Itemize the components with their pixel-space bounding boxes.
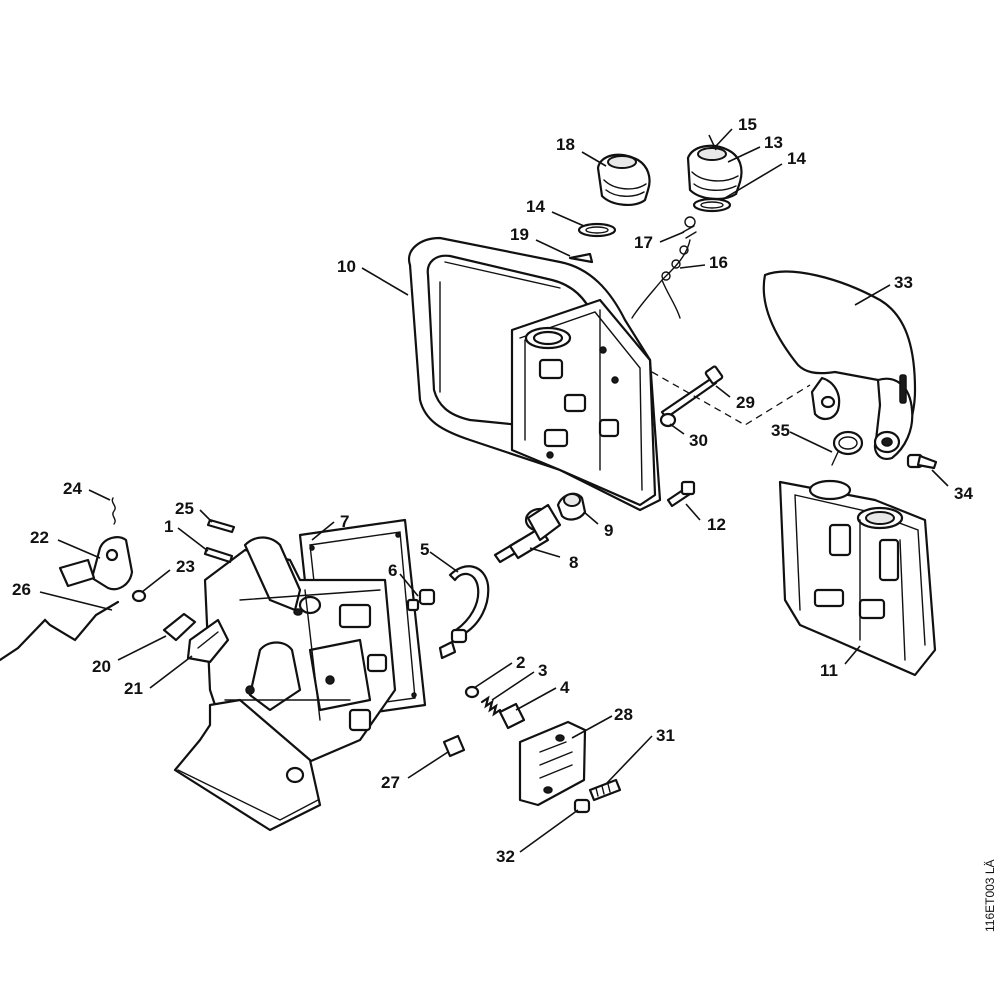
part-32-nut bbox=[573, 798, 591, 814]
part-10-handle-frame bbox=[407, 236, 662, 512]
callout-4: 4 bbox=[560, 678, 570, 697]
callout-2: 2 bbox=[516, 653, 525, 672]
part-34-screw bbox=[906, 453, 938, 470]
callout-3: 3 bbox=[538, 661, 547, 680]
callout-15: 15 bbox=[738, 115, 757, 134]
part-17-clip bbox=[682, 216, 697, 239]
callout-1: 1 bbox=[164, 517, 173, 536]
callout-8: 8 bbox=[569, 553, 578, 572]
part-13-cap bbox=[686, 144, 743, 200]
part-26-rod bbox=[0, 600, 120, 662]
part-14-seal-a bbox=[577, 222, 617, 238]
part-18-cap bbox=[596, 153, 651, 206]
callout-31: 31 bbox=[656, 726, 675, 745]
part-19-pin bbox=[568, 252, 594, 264]
part-23-screw bbox=[131, 589, 147, 603]
part-11-housing-side bbox=[778, 479, 937, 677]
callout-9: 9 bbox=[604, 521, 613, 540]
part-1-pin bbox=[203, 546, 234, 564]
part-22-lever bbox=[58, 536, 134, 591]
leader-lines bbox=[39, 128, 949, 853]
callout-20: 20 bbox=[92, 657, 111, 676]
part-3-spring bbox=[480, 695, 502, 717]
part-14-seal-b bbox=[692, 197, 732, 213]
assembly-guide-cover bbox=[651, 371, 811, 426]
callout-7: 7 bbox=[340, 512, 349, 531]
callout-30: 30 bbox=[689, 431, 708, 450]
callout-6: 6 bbox=[388, 561, 397, 580]
part-31-stud bbox=[588, 778, 622, 802]
callout-11: 11 bbox=[820, 661, 838, 680]
part-24-spring bbox=[111, 497, 116, 525]
base-plate bbox=[173, 698, 322, 832]
callout-12: 12 bbox=[707, 515, 726, 534]
callout-18: 18 bbox=[556, 135, 575, 154]
part-16-chain bbox=[631, 239, 691, 319]
callout-22: 22 bbox=[30, 528, 49, 547]
callouts: 15 13 14 18 14 19 17 16 10 33 29 30 35 3… bbox=[12, 115, 973, 866]
part-27-screw bbox=[442, 734, 466, 758]
part-20-clip bbox=[162, 612, 197, 642]
callout-35: 35 bbox=[771, 421, 790, 440]
part-12-screw bbox=[666, 480, 696, 508]
part-29-screw bbox=[660, 365, 724, 420]
callout-27: 27 bbox=[381, 773, 400, 792]
part-9-filter bbox=[556, 492, 587, 521]
callout-24: 24 bbox=[63, 479, 82, 498]
callout-10: 10 bbox=[337, 257, 356, 276]
part-hose-connector bbox=[438, 628, 468, 660]
drawing-code: 116ET003 LÄ bbox=[983, 860, 997, 933]
callout-19: 19 bbox=[510, 225, 529, 244]
callout-32: 32 bbox=[496, 847, 515, 866]
callout-26: 26 bbox=[12, 580, 31, 599]
part-8-filter-assembly bbox=[493, 503, 562, 564]
callout-16: 16 bbox=[709, 253, 728, 272]
part-6-grommet bbox=[406, 588, 436, 612]
callout-21: 21 bbox=[124, 679, 143, 698]
part-5-hose bbox=[448, 565, 490, 637]
callout-29: 29 bbox=[736, 393, 755, 412]
part-15-pin bbox=[708, 134, 717, 151]
callout-34: 34 bbox=[954, 484, 973, 503]
callout-23: 23 bbox=[176, 557, 195, 576]
part-25-pin bbox=[206, 518, 236, 534]
callout-25: 25 bbox=[175, 499, 194, 518]
callout-28: 28 bbox=[614, 705, 633, 724]
callout-33: 33 bbox=[894, 273, 913, 292]
callout-14a: 14 bbox=[526, 197, 545, 216]
callout-13: 13 bbox=[764, 133, 783, 152]
part-28-plate bbox=[518, 720, 587, 807]
part-4-plug bbox=[498, 702, 526, 730]
part-2-washer bbox=[464, 685, 480, 699]
part-33-cover bbox=[762, 270, 917, 460]
part-21-bracket bbox=[186, 618, 230, 664]
callout-17: 17 bbox=[634, 233, 653, 252]
callout-14b: 14 bbox=[787, 149, 806, 168]
part-35-spring bbox=[831, 430, 864, 466]
callout-5: 5 bbox=[420, 540, 429, 559]
part-30-spacer bbox=[659, 412, 677, 428]
